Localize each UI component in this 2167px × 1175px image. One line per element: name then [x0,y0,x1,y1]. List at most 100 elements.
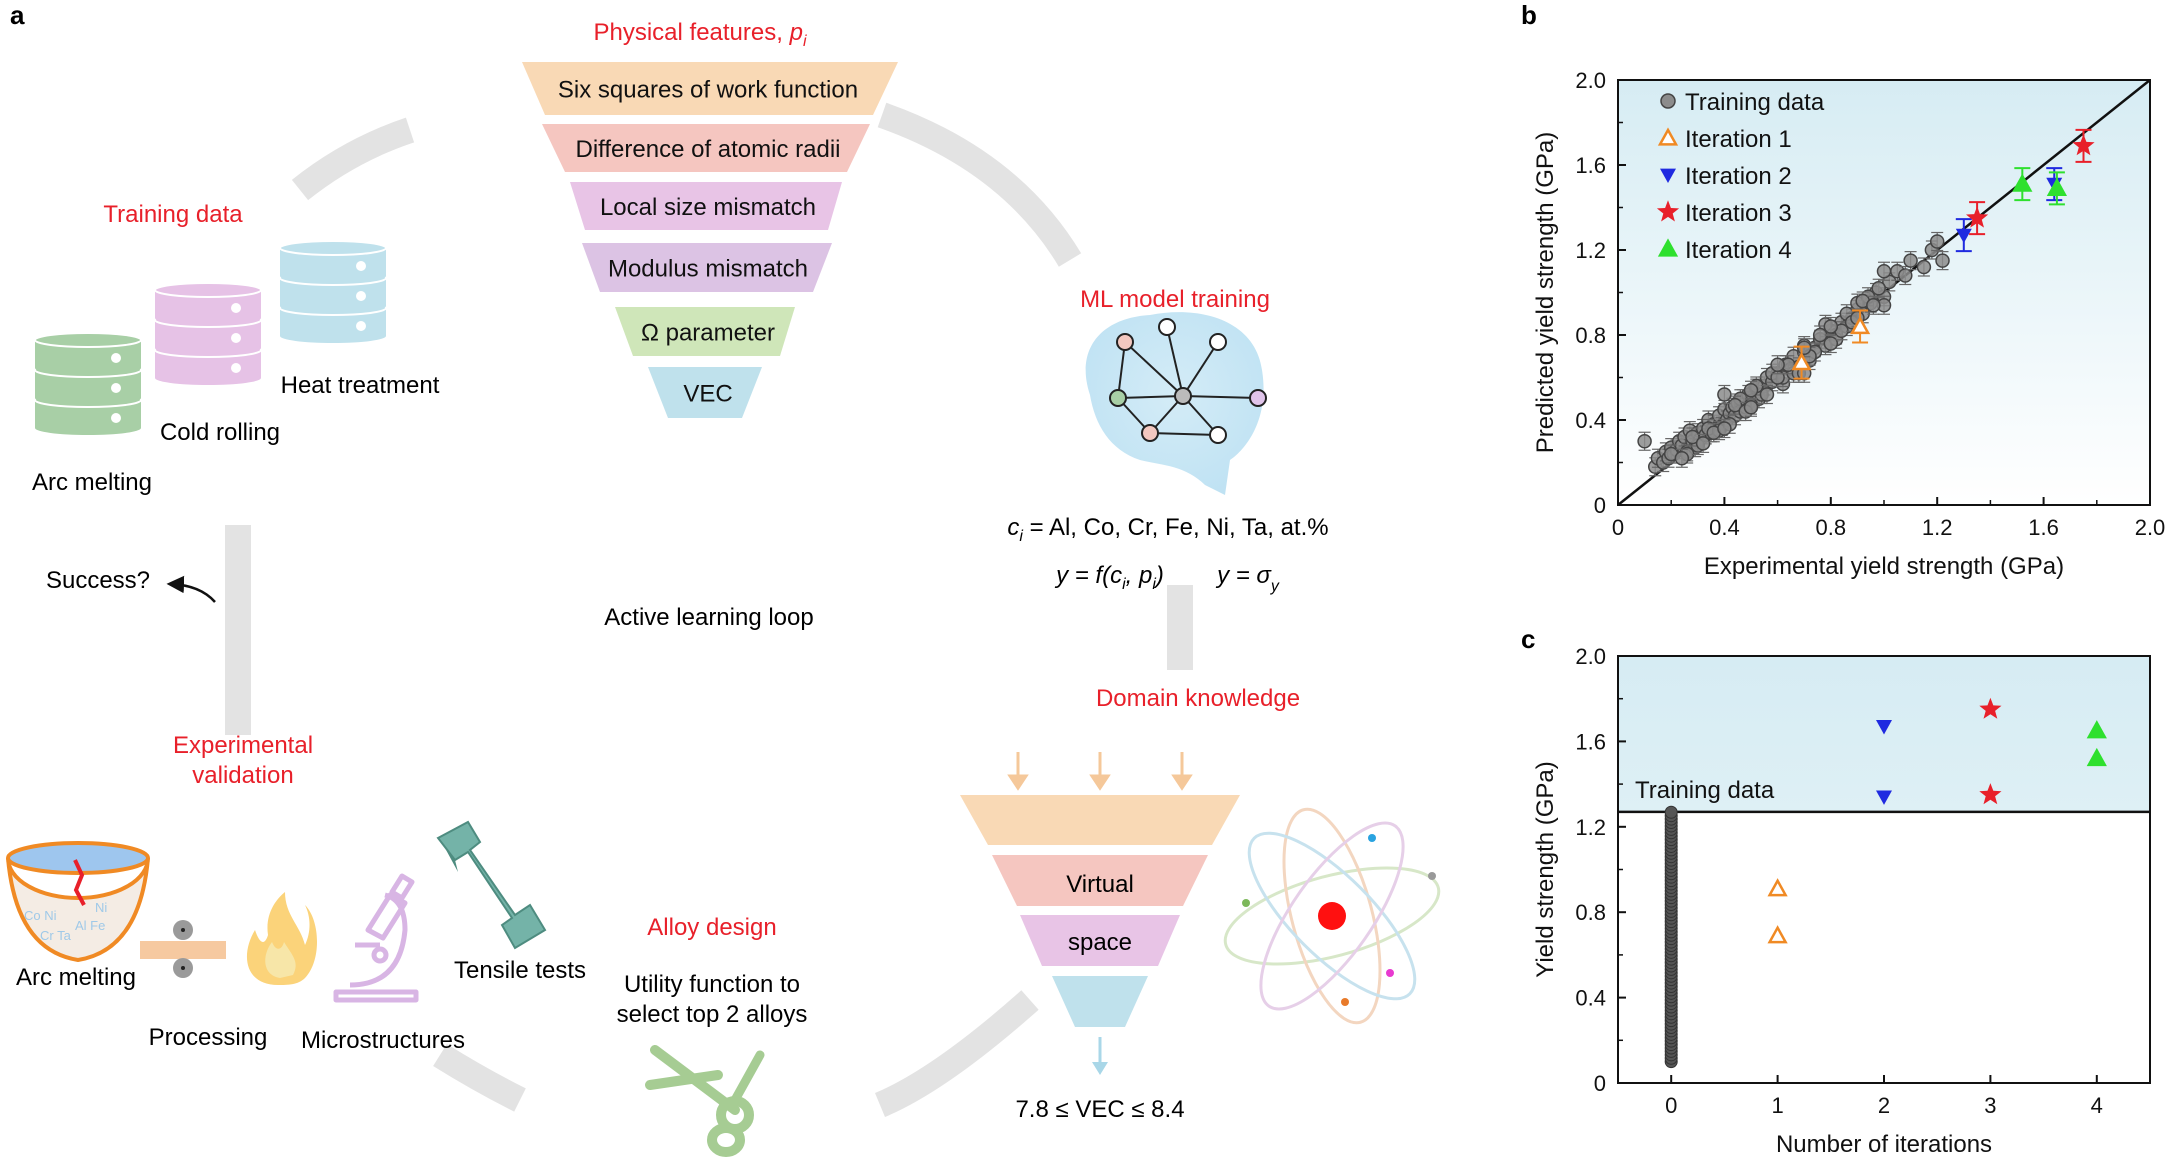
x-axis-label: Experimental yield strength (GPa) [1704,553,2064,580]
y-tick-label: 1.6 [1575,153,1606,178]
x-tick-label: 2 [1878,1093,1890,1118]
loop-arc-top-left [291,117,415,201]
training-data-point [1743,400,1759,415]
training-data-point [1903,253,1918,268]
y-axis-label: Yield strength (GPa) [1532,761,1559,978]
database-disk-bottom [155,341,261,355]
iteration-series [1767,878,1788,944]
panel-label-c: c [1521,624,1535,654]
training-data-point [1871,281,1886,296]
virtual-space-line-2: space [1068,929,1132,956]
y-tick-label: 1.2 [1575,238,1606,263]
iteration-series [1979,697,2002,805]
iteration-point [2072,134,2095,156]
svg-text:Cr Ta: Cr Ta [40,928,72,943]
loop-arc-top-right [877,102,1082,267]
x-tick-label: 0 [1665,1093,1677,1118]
panel-label-b: b [1521,0,1537,30]
database-dot [231,363,241,373]
legend-label: Iteration 1 [1685,126,1792,153]
iteration-point [2012,173,2033,192]
svg-text:Al Fe: Al Fe [75,918,105,933]
database-disk-bottom [35,421,141,435]
utility-text-line-1: Utility function to [624,971,800,998]
iteration-0-point [1664,805,1678,819]
panel-label-a: a [10,0,25,30]
database-dot [356,261,366,271]
training-data-point [1876,264,1892,279]
legend-label: Iteration 3 [1685,200,1792,227]
active-learning-loop-arcs [225,102,1193,1117]
legend-label: Training data [1685,89,1825,116]
feature-band [542,124,870,172]
brain-network-icon [1085,312,1267,495]
success-arrow [166,575,216,603]
training-data-title: Training data [103,201,243,228]
iteration-series [1966,128,2095,236]
composition-label: ci = Al, Co, Cr, Fe, Ni, Ta, at.% [1007,514,1328,545]
x-tick-label: 1.2 [1922,515,1953,540]
database-dot [356,291,366,301]
iteration-0-series [1664,805,1678,1069]
step-label-processing: Processing [149,1024,268,1051]
threshold-label: Training data [1635,777,1775,804]
experimental-validation-line-2: validation [192,762,293,789]
iteration-point [1955,228,1972,244]
database-label-cold-rolling: Cold rolling [160,419,280,446]
database-dot [356,321,366,331]
physical-features-sub: i [803,33,807,50]
legend-marker [1656,200,1680,222]
feature-label: Modulus mismatch [608,256,808,283]
virtual-space-funnel [960,795,1240,1027]
iteration-point [1979,783,2002,805]
y-tick-label: 0 [1594,1071,1606,1096]
training-data-point [1743,383,1759,398]
svg-text:Co Ni: Co Ni [24,908,57,923]
database-stacks [34,240,387,435]
feature-band [522,62,898,115]
x-tick-label: 0 [1612,515,1624,540]
training-data-point [1929,234,1945,249]
physical-features-title: Physical features, [593,19,789,46]
funnel-output-arrow [1092,1037,1108,1075]
microscope-icon [333,873,419,1003]
y-tick-label: 0.4 [1575,408,1606,433]
iteration-point [1791,352,1812,371]
training-data-point [1685,429,1700,445]
iteration-point [1966,206,1989,228]
training-data-point [1916,259,1932,275]
feature-band [570,182,842,230]
active-learning-loop-label: Active learning loop [604,604,813,631]
arc-melting-bowl-icon: Co Ni Al Fe Cr Ta Ni [6,841,150,963]
physical-features-symbol: p [789,19,803,46]
model-equation: y = f(ci, pi) [1054,562,1164,593]
x-tick-label: 0.4 [1709,515,1740,540]
legend-marker [1657,238,1679,257]
iteration-point [1979,697,2002,719]
training-data-point [1759,387,1775,402]
training-data-point [1637,434,1652,449]
physical-features-header: Physical features, pi [593,19,806,50]
iteration-series [1876,720,1892,805]
database-disk-top [34,332,142,348]
step-label-tensile-tests: Tensile tests [454,957,586,984]
x-tick-label: 1 [1771,1093,1783,1118]
target-equation: y = σy [1215,562,1280,595]
success-label: Success? [46,567,150,594]
loop-arc-bottom-right [874,990,1039,1117]
y-tick-label: 1.6 [1575,729,1606,754]
svg-text:Ni: Ni [95,900,107,915]
y-tick-label: 0.4 [1575,986,1606,1011]
training-data-point [1695,436,1711,451]
database-disk-bottom [280,329,386,343]
y-axis-label: Predicted yield strength (GPa) [1532,132,1559,453]
training-data-point [1770,357,1785,372]
atom-icon [1223,807,1441,1025]
database-disk-bottom [280,299,386,313]
iteration-series [2086,720,2107,767]
training-data-point [1866,298,1881,313]
domain-input-arrows [1007,752,1193,791]
training-data-point [1674,451,1690,466]
